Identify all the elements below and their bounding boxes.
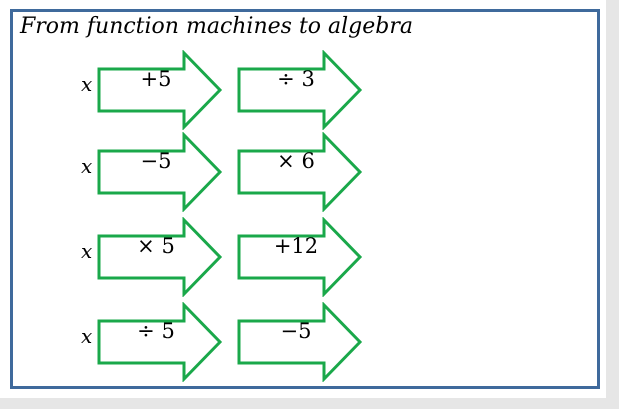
operation-label: −5 [140,149,172,173]
operation-label: × 6 [277,149,315,173]
operation-arrow: +5 [96,50,226,130]
operation-arrow: × 5 [96,217,226,297]
operation-label: ÷ 3 [277,67,315,91]
arrow-shape [97,302,223,382]
function-machine-row: x × 5 +12 [0,217,400,297]
page-title: From function machines to algebra [20,14,413,39]
arrow-shape [97,217,223,297]
arrow-shape [237,132,363,212]
input-variable: x [81,154,93,178]
arrow-shape [237,217,363,297]
input-variable: x [81,324,93,348]
operation-arrow: −5 [236,302,366,382]
function-machine-row: x −5 × 6 [0,132,400,212]
arrow-shape [237,302,363,382]
arrow-shape [237,50,363,130]
operation-label: ÷ 5 [137,319,175,343]
function-machine-row: x +5 ÷ 3 [0,50,400,130]
operation-label: × 5 [137,234,175,258]
operation-label: +12 [273,234,319,258]
arrow-shape [97,132,223,212]
operation-label: +5 [140,67,172,91]
input-variable: x [81,72,93,96]
operation-arrow: ÷ 5 [96,302,226,382]
arrow-shape [97,50,223,130]
operation-arrow: −5 [96,132,226,212]
operation-arrow: +12 [236,217,366,297]
function-machine-row: x ÷ 5 −5 [0,302,400,382]
input-variable: x [81,239,93,263]
slide-frame [10,9,600,389]
operation-arrow: × 6 [236,132,366,212]
operation-arrow: ÷ 3 [236,50,366,130]
slide: From function machines to algebra x +5 ÷… [0,0,606,398]
operation-label: −5 [280,319,312,343]
